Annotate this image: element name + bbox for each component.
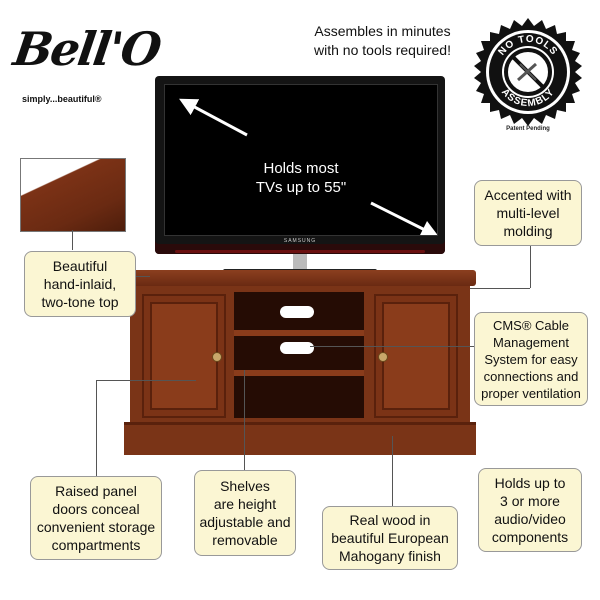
cabinet-plinth xyxy=(124,422,476,455)
television: Holds most TVs up to 55" SAMSUNG xyxy=(155,76,445,277)
callout-text: Mahogany finish xyxy=(339,548,441,564)
logo-tagline: simply...beautiful® xyxy=(22,94,102,104)
leader-line-cms xyxy=(310,346,474,347)
callout-text: Raised panel xyxy=(55,483,137,499)
leader-line-shelves xyxy=(244,370,245,470)
cable-cutout-middle xyxy=(280,342,314,354)
callout-text: components xyxy=(491,529,569,545)
tv-console-cabinet xyxy=(120,270,480,460)
bello-logo: Bell'O simply...beautiful® xyxy=(10,18,163,118)
callout-raised-panel-doors: Raised panel doors conceal convenient st… xyxy=(30,476,162,560)
callout-real-wood: Real wood in beautiful European Mahogany… xyxy=(322,506,458,570)
no-tools-seal: NO TOOLS ASSEMBLY Patent Pending xyxy=(474,18,582,138)
tv-text-line-1: Holds most xyxy=(263,160,339,177)
leader-line-molding-h xyxy=(470,288,530,289)
callout-cms-cable: CMS® Cable Management System for easy co… xyxy=(474,312,588,406)
callout-text: Shelves xyxy=(220,478,270,494)
callout-text: CMS® Cable xyxy=(492,317,570,333)
callout-text: Beautiful xyxy=(52,258,108,274)
callout-text: 3 or more xyxy=(500,493,560,509)
leader-line-top xyxy=(72,230,73,250)
tv-brand: SAMSUNG xyxy=(283,238,317,244)
cabinet-body xyxy=(130,286,470,422)
callout-molding: Accented with multi-level molding xyxy=(474,180,582,246)
headline: Assembles in minutes with no tools requi… xyxy=(300,22,465,60)
callout-text: proper ventilation xyxy=(481,385,581,401)
callout-text: multi-level xyxy=(496,205,560,221)
headline-line-2: with no tools required! xyxy=(314,42,451,58)
callout-text: two-tone top xyxy=(41,294,119,310)
callout-text: connections and xyxy=(483,368,579,384)
callout-text: audio/video xyxy=(494,511,566,527)
callout-text: doors conceal xyxy=(52,501,140,517)
callout-text: convenient storage xyxy=(36,519,156,535)
tv-screen: Holds most TVs up to 55" xyxy=(164,84,438,236)
callout-text: removable xyxy=(212,532,278,548)
callout-text: Management xyxy=(493,334,569,350)
tv-text-line-2: TVs up to 55" xyxy=(255,179,347,196)
tv-screen-text: Holds most TVs up to 55" xyxy=(165,159,437,197)
callout-text: hand-inlaid, xyxy=(43,276,117,292)
right-door-knob xyxy=(378,352,388,362)
shelf-lower xyxy=(234,370,364,376)
callout-text: are height xyxy=(213,496,277,512)
cabinet-top xyxy=(124,270,476,286)
leader-line-doors-h xyxy=(96,380,196,381)
callout-text: beautiful European xyxy=(331,530,449,546)
tv-accent-strip xyxy=(175,250,425,253)
callout-shelves: Shelves are height adjustable and remova… xyxy=(194,470,296,556)
diagonal-arrows-icon xyxy=(179,98,437,235)
inlaid-top-closeup-photo xyxy=(20,158,126,232)
callout-text: Holds up to xyxy=(494,475,566,491)
callout-text: adjustable and xyxy=(199,514,291,530)
callout-text: molding xyxy=(503,223,553,239)
callout-text: Accented with xyxy=(484,187,572,203)
leader-line-doors xyxy=(96,380,97,476)
open-shelving xyxy=(234,292,364,418)
cable-cutout-top xyxy=(280,306,314,318)
logo-wordmark: Bell'O xyxy=(10,22,164,76)
tv-stand-neck xyxy=(293,254,307,270)
left-door-knob xyxy=(212,352,222,362)
shelf-upper xyxy=(234,330,364,336)
right-door xyxy=(374,294,458,418)
leader-line-wood xyxy=(392,436,393,506)
callout-components: Holds up to 3 or more audio/video compon… xyxy=(478,468,582,552)
headline-line-1: Assembles in minutes xyxy=(314,23,451,39)
callout-text: System for easy xyxy=(484,351,578,367)
seal-note: Patent Pending xyxy=(506,126,550,132)
no-tools-icon: NO TOOLS ASSEMBLY xyxy=(474,18,582,126)
tv-bezel: Holds most TVs up to 55" SAMSUNG xyxy=(155,76,445,254)
leader-line-molding xyxy=(530,246,531,288)
left-door xyxy=(142,294,226,418)
callout-two-tone-top: Beautiful hand-inlaid, two-tone top xyxy=(24,251,136,317)
callout-text: Real wood in xyxy=(349,512,431,528)
callout-text: compartments xyxy=(51,537,141,553)
